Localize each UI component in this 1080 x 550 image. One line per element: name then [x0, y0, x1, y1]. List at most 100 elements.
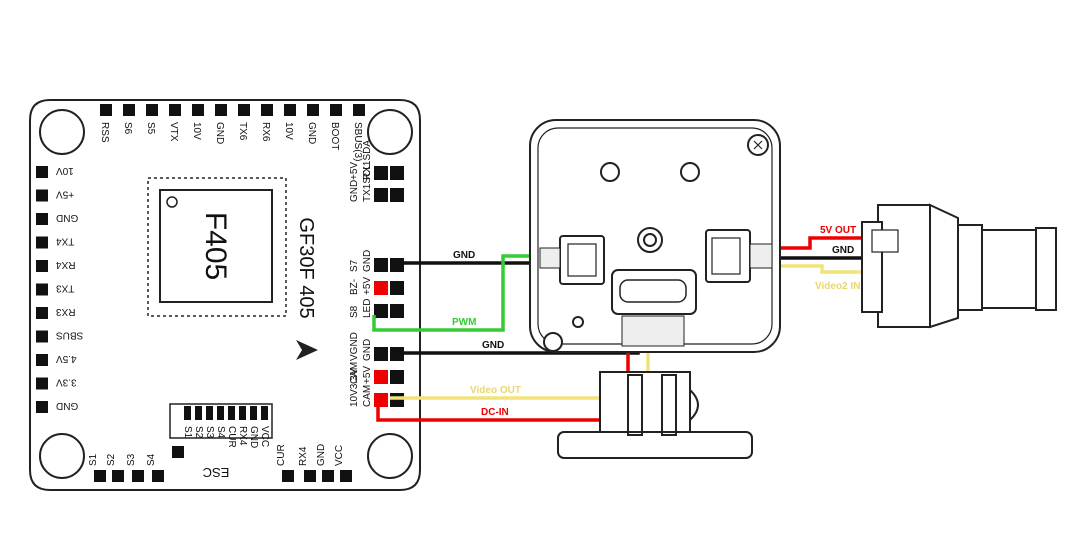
left-pad: [36, 213, 48, 225]
esc-pin-label: S1: [182, 426, 193, 439]
mount-foot: [557, 431, 753, 459]
mcu-chip: F405: [147, 177, 287, 317]
left-pad: [36, 401, 48, 413]
right-pad-sublabel: S8: [349, 305, 360, 318]
board-name: GF30F 405: [295, 217, 317, 318]
right-pad-inner: [390, 393, 404, 407]
left-pad: [36, 260, 48, 272]
right-pad-sublabel: +5V: [349, 162, 360, 180]
left-pad-label: TX3: [56, 283, 75, 294]
left-pad: [36, 330, 48, 343]
left-pad-label: GND: [56, 400, 78, 411]
left-pad-label: 10V: [56, 165, 74, 176]
left-pad-label: TX4: [56, 236, 75, 247]
usb-port: [611, 269, 697, 315]
esc-pin: [184, 406, 191, 420]
right-pad: [374, 370, 388, 384]
top-pad: [123, 104, 135, 116]
bottom-pad: [94, 470, 106, 482]
wire-5v-out: [773, 236, 862, 250]
top-pad-label: VTX: [168, 122, 179, 142]
left-pad-label: SBUS: [56, 330, 84, 341]
label-gnd-mid: GND: [482, 340, 504, 351]
top-pad-label: RSS: [99, 122, 110, 143]
right-pad-sublabel: VGND: [349, 332, 360, 361]
left-pad-label: 4.5V: [56, 353, 77, 364]
bottom-pad: [112, 470, 124, 482]
top-pad-label: SBUS(3): [352, 122, 363, 161]
top-pad-label: 10V: [191, 122, 202, 140]
right-pad-inner: [390, 281, 404, 295]
bottom-pad: [282, 470, 294, 482]
right-pad: [374, 393, 388, 407]
camera-lens: [981, 229, 1037, 309]
left-pad: [36, 354, 48, 366]
top-pad: [330, 104, 342, 116]
top-pad: [238, 104, 250, 116]
top-pad: [192, 104, 204, 116]
top-pad: [353, 104, 365, 116]
esc-label: ESC: [203, 465, 230, 480]
esc-pin: [206, 406, 213, 420]
right-pad-inner: [390, 370, 404, 384]
label-video2-in: Video2 IN: [815, 281, 860, 292]
top-pad: [307, 104, 319, 116]
left-pad-label: 3.3V: [56, 377, 77, 388]
top-pad-label: S5: [145, 122, 156, 135]
right-pad: [374, 347, 388, 361]
bottom-pad-label: GND: [316, 444, 327, 466]
bottom-pad: [132, 470, 144, 482]
left-pad-label: RX4: [56, 259, 76, 270]
top-pad-label: BOOT: [329, 122, 340, 150]
label-5v-out: 5V OUT: [820, 225, 856, 236]
esc-pin: [228, 406, 235, 420]
bottom-pad-label: S2: [106, 453, 117, 466]
esc-pin: [239, 406, 246, 420]
esc-pin-label: S3: [204, 426, 215, 439]
fpv-camera: [861, 203, 1057, 329]
right-pad-inner: [390, 258, 404, 272]
top-pad-label: S6: [122, 122, 133, 135]
bottom-pad: [152, 470, 164, 482]
left-pad-label: +5V: [56, 189, 74, 200]
label-dc-in: DC-IN: [481, 407, 509, 418]
esc-pin-label: S2: [193, 426, 204, 439]
top-pad: [284, 104, 296, 116]
left-pad: [36, 189, 48, 202]
bottom-pad-label: CUR: [276, 444, 287, 466]
right-pad-label: TX1SCL: [362, 164, 373, 202]
bottom-pad: [322, 470, 334, 482]
left-pad: [36, 166, 48, 178]
esc-pin-label: GND: [248, 426, 259, 448]
top-pad-label: TX6: [237, 122, 248, 141]
top-pad: [146, 104, 158, 116]
wire-labels: GND PWM GND Video OUT DC-IN 5V OUT GND V…: [452, 225, 860, 418]
right-pad-label: GND: [362, 250, 373, 272]
right-pad: [374, 188, 388, 202]
esc-pin: [261, 406, 268, 420]
esc-pin: [217, 406, 224, 420]
top-pad: [100, 104, 112, 116]
right-pad-label: CAM: [362, 385, 373, 407]
right-pad: [374, 281, 388, 295]
left-pad: [36, 377, 48, 390]
left-pad: [36, 236, 48, 249]
esc-pin-label: VCC: [259, 426, 270, 447]
left-pad-label: GND: [56, 212, 78, 223]
right-pad-inner: [390, 304, 404, 318]
label-gnd-top: GND: [453, 250, 475, 261]
right-pad: [374, 304, 388, 318]
bottom-connector: [621, 315, 685, 347]
right-pad-label: +5V: [362, 366, 373, 384]
wire-pwm: [372, 254, 541, 332]
bottom-pad-label: RX4: [298, 446, 309, 466]
mcu-label: F405: [199, 212, 232, 280]
esc-pin: [250, 406, 257, 420]
top-pad: [215, 104, 227, 116]
